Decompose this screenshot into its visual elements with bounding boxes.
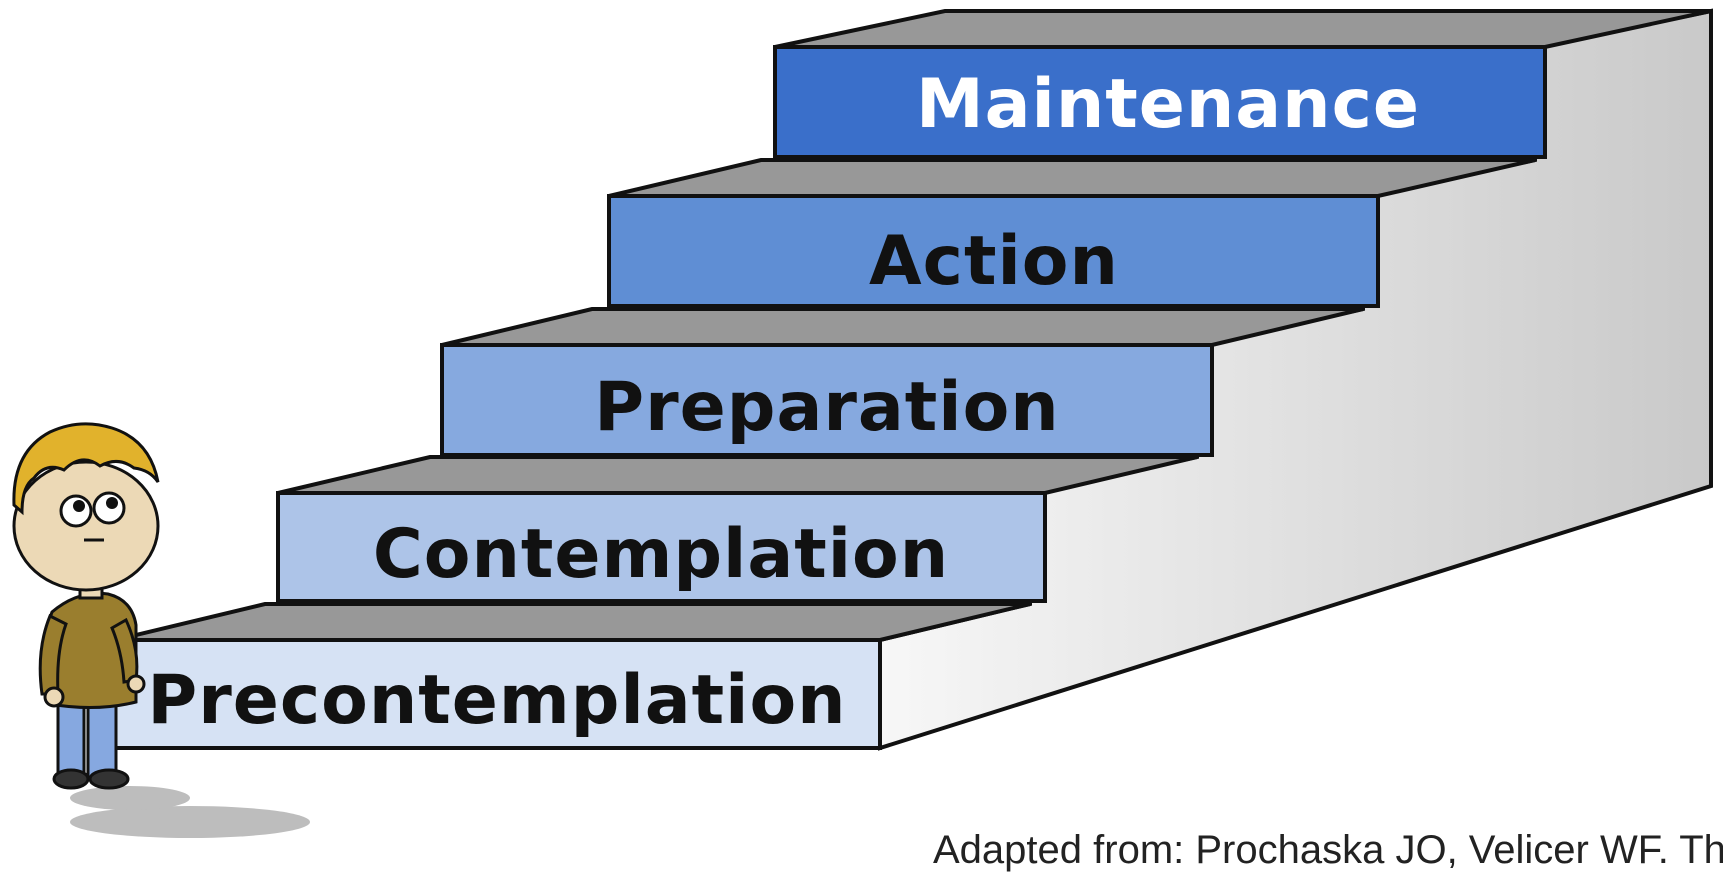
step-contemplation-label: Contemplation xyxy=(373,515,949,594)
person-head xyxy=(12,460,160,592)
person-hair xyxy=(12,422,160,516)
step-precontemplation-tread xyxy=(114,602,1031,642)
step-precontemplation-label: Precontemplation xyxy=(147,661,846,740)
step-preparation-tread xyxy=(441,307,1364,347)
person-left-shoe xyxy=(52,768,90,790)
person-left-leg xyxy=(56,698,86,780)
person-right-shoe xyxy=(88,768,130,790)
step-contemplation-riser xyxy=(276,491,1047,603)
person-right-arm xyxy=(110,617,139,684)
person-illustration xyxy=(12,422,310,838)
step-preparation-riser xyxy=(440,343,1214,457)
step-maintenance-riser xyxy=(773,45,1547,159)
step-preparation-label: Preparation xyxy=(594,368,1059,447)
step-action-label: Action xyxy=(869,222,1119,301)
person-shadow xyxy=(70,806,310,838)
step-action-tread xyxy=(608,158,1536,198)
citation-text: Adapted from: Prochaska JO, Velicer WF. … xyxy=(933,828,1723,872)
step-action-riser xyxy=(607,194,1380,308)
step-maintenance-tread xyxy=(774,9,1712,49)
step-contemplation-tread xyxy=(277,455,1198,495)
person-right-leg xyxy=(86,698,118,780)
stages-of-change-staircase: Precontemplation Contemplation Preparati… xyxy=(12,8,1713,838)
step-maintenance-label: Maintenance xyxy=(916,65,1420,144)
